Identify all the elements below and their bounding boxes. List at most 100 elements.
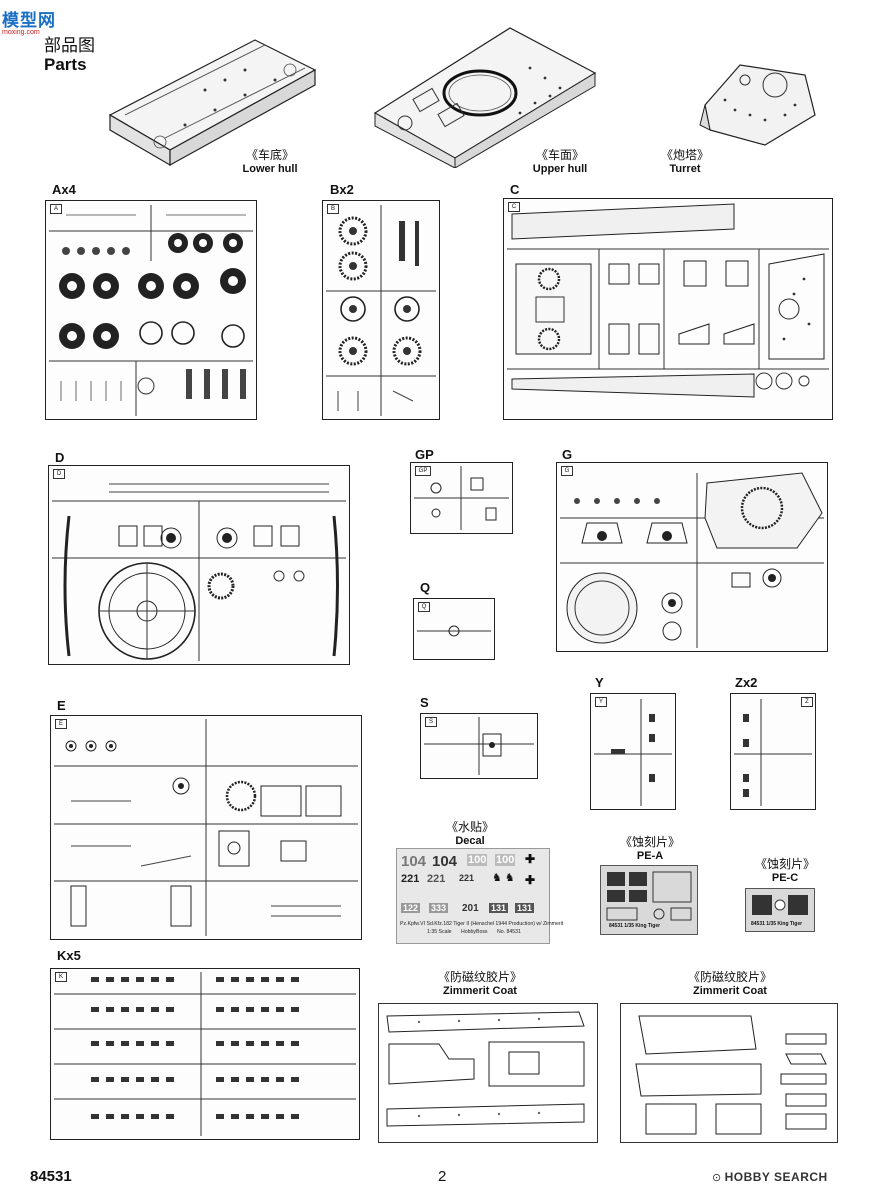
decal-number: No. 84531 xyxy=(497,929,521,935)
pe-c-caption: 《蚀刻片》 PE-C xyxy=(735,857,835,885)
pe-c-label: 84531 1/35 King Tiger xyxy=(751,921,803,927)
section-title: 部品图 Parts xyxy=(44,36,95,74)
sprue-label-s: S xyxy=(420,695,429,710)
turret-drawing xyxy=(695,55,820,150)
decal-brand: HobbyBoss xyxy=(461,929,488,935)
pe-c-cn: 《蚀刻片》 xyxy=(754,857,815,871)
sprue-gp-tab: GP xyxy=(415,466,431,476)
zimmerit-1-en: Zimmerit Coat xyxy=(443,985,517,997)
decal-number-8: 122 xyxy=(401,903,421,913)
decal-number-1: 104 xyxy=(401,853,427,870)
decal-number-7: 221 xyxy=(459,873,475,883)
page-number: 2 xyxy=(438,1168,447,1185)
kit-number: 84531 xyxy=(30,1168,72,1185)
sprue-y-frame: Y xyxy=(590,693,676,810)
pe-a-fret: 84531 1/35 King Tiger xyxy=(600,865,698,935)
sprue-label-e: E xyxy=(57,698,66,713)
decal-number-3: 100 xyxy=(467,854,488,866)
lower-hull-drawing xyxy=(105,30,320,170)
site-watermark: 模型网 moxing.com xyxy=(2,6,72,40)
decal-emblem-icon: ♞ ♞ xyxy=(492,872,515,884)
sprue-label-gp: GP xyxy=(415,447,434,462)
sprue-label-k: Kx5 xyxy=(57,948,81,963)
watermark-url: moxing.com xyxy=(2,29,40,36)
sprue-d-tab: D xyxy=(53,469,65,479)
turret-en: Turret xyxy=(669,163,701,175)
zimmerit-2-cn: 《防磁纹胶片》 xyxy=(687,970,772,984)
sprue-a-frame: A xyxy=(45,200,257,420)
zimmerit-caption-1: 《防磁纹胶片》 Zimmerit Coat xyxy=(415,970,545,998)
pe-a-en: PE-A xyxy=(636,850,664,862)
zimmerit-2-en: Zimmerit Coat xyxy=(693,985,767,997)
hobby-search-watermark: ⊙ HOBBY SEARCH xyxy=(712,1170,828,1184)
watermark-logo-text: 模型网 xyxy=(2,11,56,31)
zimmerit-caption-2: 《防磁纹胶片》 Zimmerit Coat xyxy=(665,970,795,998)
sprue-k-frame: K xyxy=(50,968,360,1140)
sprue-k-tab: K xyxy=(55,972,67,982)
decal-caption: 《水贴》 Decal xyxy=(420,820,520,848)
sprue-y-tab: Y xyxy=(595,697,607,707)
zimmerit-1-cn: 《防磁纹胶片》 xyxy=(437,970,522,984)
sprue-gp-frame: GP xyxy=(410,462,513,534)
upper-hull-en: Upper hull xyxy=(532,163,588,175)
upper-hull-cn: 《车面》 xyxy=(535,148,584,162)
lower-hull-cn: 《车底》 xyxy=(245,148,294,162)
zimmerit-sheet-1 xyxy=(378,1003,598,1143)
decal-number-5: 221 xyxy=(401,873,420,885)
upper-hull-caption: 《车面》 Upper hull xyxy=(520,148,600,176)
decal-number-10: 201 xyxy=(462,903,479,914)
sprue-e-frame: E xyxy=(50,715,362,940)
decal-en: Decal xyxy=(455,835,485,847)
sprue-a-tab: A xyxy=(50,204,62,214)
turret-caption: 《炮塔》 Turret xyxy=(645,148,725,176)
pe-c-en: PE-C xyxy=(771,872,799,884)
decal-number-12: 131 xyxy=(515,903,535,913)
zimmerit-sheet-2 xyxy=(620,1003,838,1143)
upper-hull-drawing xyxy=(370,18,600,168)
sprue-g-frame: G xyxy=(556,462,828,652)
sprue-z-frame: Z xyxy=(730,693,816,810)
sprue-label-d: D xyxy=(55,450,65,465)
pe-a-caption: 《蚀刻片》 PE-A xyxy=(605,835,695,863)
pe-a-label: 84531 1/35 King Tiger xyxy=(609,923,661,929)
sprue-label-c: C xyxy=(510,182,520,197)
decal-cross-icon: ✚ xyxy=(525,852,536,866)
decal-scale: 1:35 Scale xyxy=(427,929,452,935)
decal-number-9: 333 xyxy=(429,903,449,913)
sprue-s-frame: S xyxy=(420,713,538,779)
decal-cross-icon-2: ✚ xyxy=(525,873,536,887)
decal-cn: 《水贴》 xyxy=(445,820,494,834)
sprue-label-b: Bx2 xyxy=(330,182,354,197)
sprue-q-tab: Q xyxy=(418,602,430,612)
sprue-g-tab: G xyxy=(561,466,573,476)
lower-hull-en: Lower hull xyxy=(242,163,298,175)
sprue-s-tab: S xyxy=(425,717,437,727)
section-title-en: Parts xyxy=(44,55,87,74)
sprue-d-frame: D xyxy=(48,465,350,665)
sprue-c-frame: C xyxy=(503,198,833,420)
sprue-b-tab: B xyxy=(327,204,339,214)
decal-sheet: 104 104 100 100 ✚ 221 221 221 ♞ ♞ ✚ 122 … xyxy=(396,848,563,944)
sprue-b-frame: B xyxy=(322,200,440,420)
lower-hull-caption: 《车底》 Lower hull xyxy=(230,148,310,176)
decal-number-2: 104 xyxy=(432,853,458,870)
sprue-label-q: Q xyxy=(420,580,431,595)
sprue-c-tab: C xyxy=(508,202,520,212)
sprue-label-y: Y xyxy=(595,675,604,690)
sprue-e-tab: E xyxy=(55,719,67,729)
sprue-label-a: Ax4 xyxy=(52,182,76,197)
pe-a-cn: 《蚀刻片》 xyxy=(619,835,680,849)
hobby-search-text: HOBBY SEARCH xyxy=(724,1170,828,1184)
hobby-search-icon: ⊙ xyxy=(712,1172,722,1184)
pe-c-fret: 84531 1/35 King Tiger xyxy=(745,888,815,932)
turret-cn: 《炮塔》 xyxy=(660,148,709,162)
sprue-z-tab: Z xyxy=(801,697,813,707)
sprue-q-frame: Q xyxy=(413,598,495,660)
section-title-cn: 部品图 xyxy=(44,36,95,56)
sprue-label-g: G xyxy=(562,447,573,462)
sprue-label-z: Zx2 xyxy=(735,675,758,690)
decal-number-11: 131 xyxy=(489,903,509,913)
decal-number-4: 100 xyxy=(495,854,516,866)
decal-fine-print: Pz.Kpfw.VI Sd.Kfz.182 Tiger II (Henschel… xyxy=(400,921,564,927)
decal-number-6: 221 xyxy=(427,873,446,885)
